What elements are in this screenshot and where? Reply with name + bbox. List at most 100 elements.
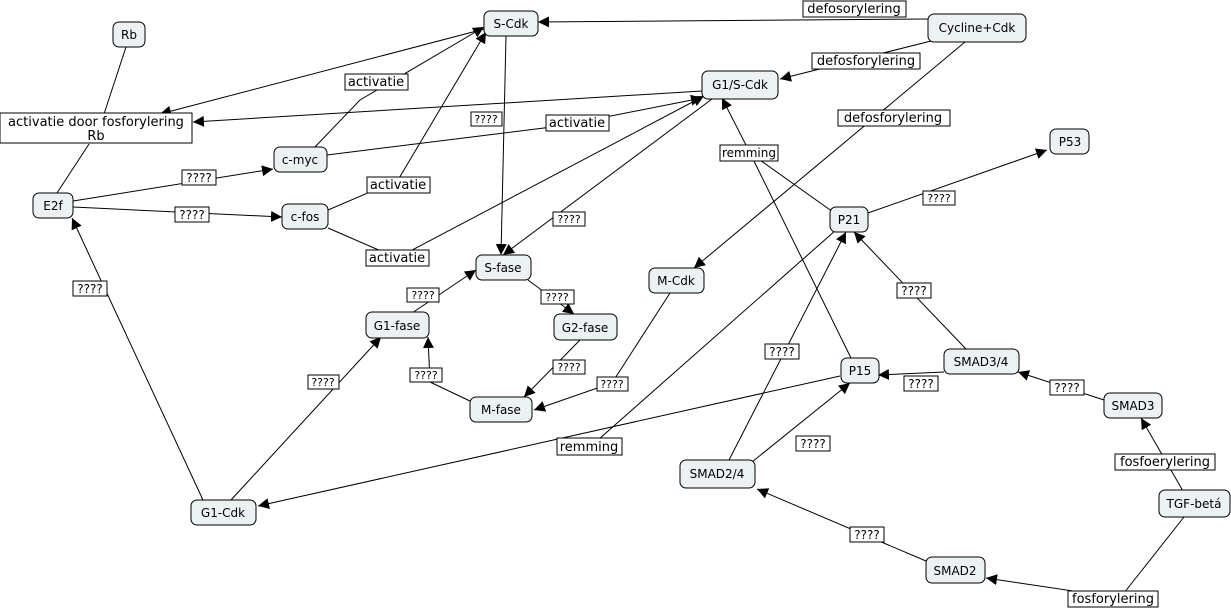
edge-smad24-p15 [751,382,851,463]
edge-scdk-sfase [495,35,507,256]
svg-text:????: ???? [908,377,933,391]
edge-cmyc-scdk [313,26,485,149]
label-q-g1cdk-g1fase: ???? [307,374,340,390]
label-defosforylering-2: defosforylering [837,109,951,127]
svg-text:????: ???? [186,171,211,185]
node-smad34[interactable]: SMAD3/4 [943,348,1020,375]
node-e2f[interactable]: E2f [32,192,74,219]
label-q-smad3-smad34: ???? [1049,379,1085,396]
svg-text:SMAD3/4: SMAD3/4 [954,355,1009,369]
svg-text:Rb: Rb [121,28,137,42]
edge-labels: defosorylering defosforylering defosfory… [72,0,1216,608]
node-g2fase[interactable]: G2-fase [553,313,618,341]
node-sfase[interactable]: S-fase [475,254,532,281]
svg-text:remming: remming [722,146,776,160]
edge-cycline-scdk [537,16,929,28]
svg-text:fosforylering: fosforylering [1072,592,1154,607]
svg-text:M-Cdk: M-Cdk [657,274,695,288]
svg-text:G1-fase: G1-fase [374,319,420,333]
svg-text:activatie: activatie [370,178,426,193]
svg-text:TGF-betá: TGF-betá [1166,497,1222,511]
node-tgf[interactable]: TGF-betá [1158,489,1231,518]
node-cfos[interactable]: c-fos [281,203,329,230]
svg-text:SMAD3: SMAD3 [1111,399,1154,413]
svg-text:????: ???? [545,291,569,304]
node-cmyc[interactable]: c-myc [273,146,328,173]
svg-text:G1-Cdk: G1-Cdk [201,506,245,520]
edge-e2f-cmyc [72,165,274,202]
node-g1fase[interactable]: G1-fase [365,311,430,339]
svg-text:????: ???? [414,369,438,382]
svg-text:Cycline+Cdk: Cycline+Cdk [939,21,1016,35]
svg-text:c-fos: c-fos [291,210,320,224]
label-q-g1fase-sfase: ???? [406,287,440,303]
svg-text:P15: P15 [849,364,872,378]
svg-text:????: ???? [77,282,102,296]
label-fosfoerylering: fosfoerylering [1114,453,1216,471]
edge-p15-g1cdk [257,375,841,509]
edge-cycline-mcdk [693,41,966,269]
node-activatie-rb[interactable]: activatie door fosforylering Rb [0,112,193,144]
edge-p21-p53 [867,148,1048,214]
edge-p21-g1cdk [589,229,837,448]
edge-g1cdk-e2f [71,217,204,501]
svg-text:P21: P21 [838,213,861,227]
label-q-smad34-p21: ???? [896,282,932,299]
node-smad24[interactable]: SMAD2/4 [679,459,756,489]
edge-g1fase-sfase [411,269,477,314]
label-activatie-2: activatie [545,114,610,132]
edge-g1s-sfase [502,98,713,256]
label-q-p21-p53: ???? [922,190,956,206]
svg-text:E2f: E2f [43,199,63,213]
svg-text:SMAD2/4: SMAD2/4 [690,467,745,481]
edge-g2-mfase [523,339,581,398]
edge-mcdk-mfase [533,292,671,412]
svg-text:activatie: activatie [348,75,404,90]
label-remming-2: remming [556,437,623,456]
edge-tgf-smad2 [985,516,1185,599]
label-defosorylering: defosorylering [802,0,907,18]
svg-text:????: ???? [854,528,879,542]
node-mcdk[interactable]: M-Cdk [648,267,705,294]
svg-text:????: ???? [311,376,335,389]
label-remming-1: remming [719,144,779,162]
node-smad3[interactable]: SMAD3 [1103,392,1163,419]
svg-text:G1/S-Cdk: G1/S-Cdk [712,78,768,92]
node-mfase[interactable]: M-fase [469,396,533,423]
svg-text:G2-fase: G2-fase [562,321,608,335]
svg-text:defosforylering: defosforylering [844,111,942,126]
label-activatie-1: activatie [344,73,409,91]
node-rb[interactable]: Rb [112,21,146,48]
svg-text:????: ???? [600,378,624,391]
node-p53[interactable]: P53 [1049,128,1090,155]
label-q-e2f-cfos: ???? [174,206,210,223]
node-g1scdk[interactable]: G1/S-Cdk [701,70,779,100]
edge-p15-g1scdk [749,152,852,359]
edge-actbox-e2f [56,143,90,194]
label-q-smad24-p21: ???? [764,343,800,360]
node-smad2[interactable]: SMAD2 [925,556,986,584]
svg-text:c-myc: c-myc [282,153,318,167]
nodes: S-Cdk Cycline+Cdk G1/S-Cdk Rb P53 activa… [0,10,1231,584]
edge-g1scdk-actbox [192,90,703,127]
node-scdk[interactable]: S-Cdk [483,10,539,37]
node-p21[interactable]: P21 [829,206,869,233]
label-defosforylering-1: defosforylering [811,52,921,70]
label-q-e2f-cmyc: ???? [181,169,217,186]
svg-text:????: ???? [557,213,581,226]
node-p15[interactable]: P15 [840,357,880,384]
label-q-smad34-p15: ???? [903,375,939,392]
svg-text:defosforylering: defosforylering [817,54,915,69]
node-cycline-cdk[interactable]: Cycline+Cdk [927,13,1027,43]
svg-text:remming: remming [560,440,619,455]
node-g1cdk[interactable]: G1-Cdk [190,499,257,526]
svg-text:????: ???? [800,437,825,451]
label-activatie-4: activatie [365,249,430,267]
label-q-scdk-sfase: ???? [470,111,503,127]
edge-g1cdk-g1fase [230,336,382,501]
svg-text:????: ???? [557,361,581,374]
label-q-smad2-smad24: ???? [849,526,885,543]
label-fosforylering: fosforylering [1067,590,1159,608]
label-q-g1s-sfase: ???? [552,211,586,227]
